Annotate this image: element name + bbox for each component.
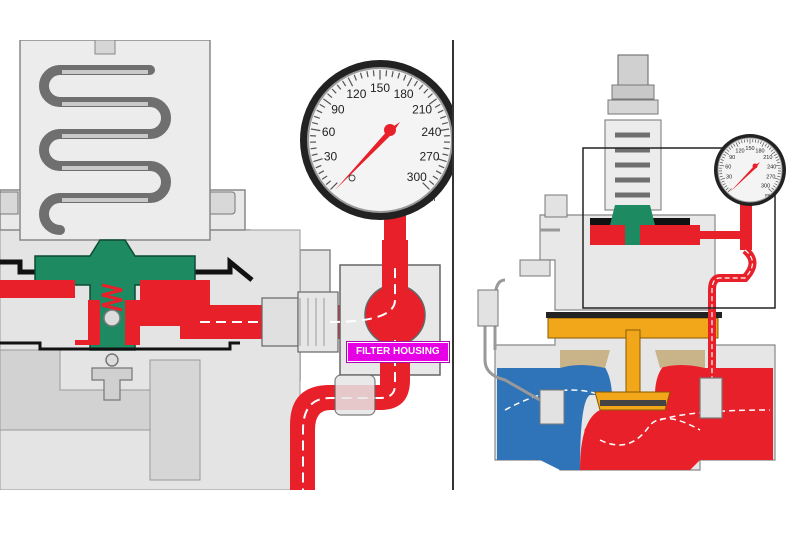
gauge-small-tick-label: 180 bbox=[755, 148, 764, 154]
gauge-unit: psi bbox=[425, 194, 435, 203]
gauge-small-tick-label: 300 bbox=[761, 184, 770, 190]
gauge-tick-label: 270 bbox=[419, 149, 439, 163]
gauge-tick-tick bbox=[373, 70, 374, 76]
gauge-small-tick-label: 240 bbox=[767, 165, 776, 171]
panel-divider bbox=[452, 40, 454, 490]
gauge-small-tick-label: 270 bbox=[766, 175, 775, 181]
gauge-tick-tick bbox=[444, 148, 450, 149]
gauge-tick-label: 90 bbox=[331, 103, 345, 117]
gauge-tick-label: 300 bbox=[407, 170, 427, 184]
gauge-tick-label: 180 bbox=[394, 87, 414, 101]
gauge-unit-small: psi bbox=[765, 192, 770, 197]
gauge-small-tick-label: 150 bbox=[745, 146, 754, 152]
gauge-tick-label: 150 bbox=[370, 81, 390, 95]
gauge-tick-label: 210 bbox=[412, 103, 432, 117]
gauge-tick-label: 240 bbox=[421, 125, 441, 139]
gauge-tick-label: 60 bbox=[322, 125, 336, 139]
filter-housing-label: FILTER HOUSING bbox=[347, 342, 449, 362]
gauge-tick-tick bbox=[386, 70, 387, 76]
gauge-small-tick-label: 120 bbox=[735, 148, 744, 154]
gauge-tick-label: 30 bbox=[324, 149, 338, 163]
gauge-small-tick-label: 60 bbox=[725, 165, 731, 171]
fitting bbox=[262, 298, 298, 346]
gauge-small-tick-label: 90 bbox=[729, 155, 735, 161]
gauge-tick-label: 120 bbox=[346, 87, 366, 101]
gauge-small-tick-label: 210 bbox=[763, 155, 772, 161]
gauge-tick-tick bbox=[311, 148, 317, 149]
gauge-small-tick-label: 30 bbox=[726, 175, 732, 181]
